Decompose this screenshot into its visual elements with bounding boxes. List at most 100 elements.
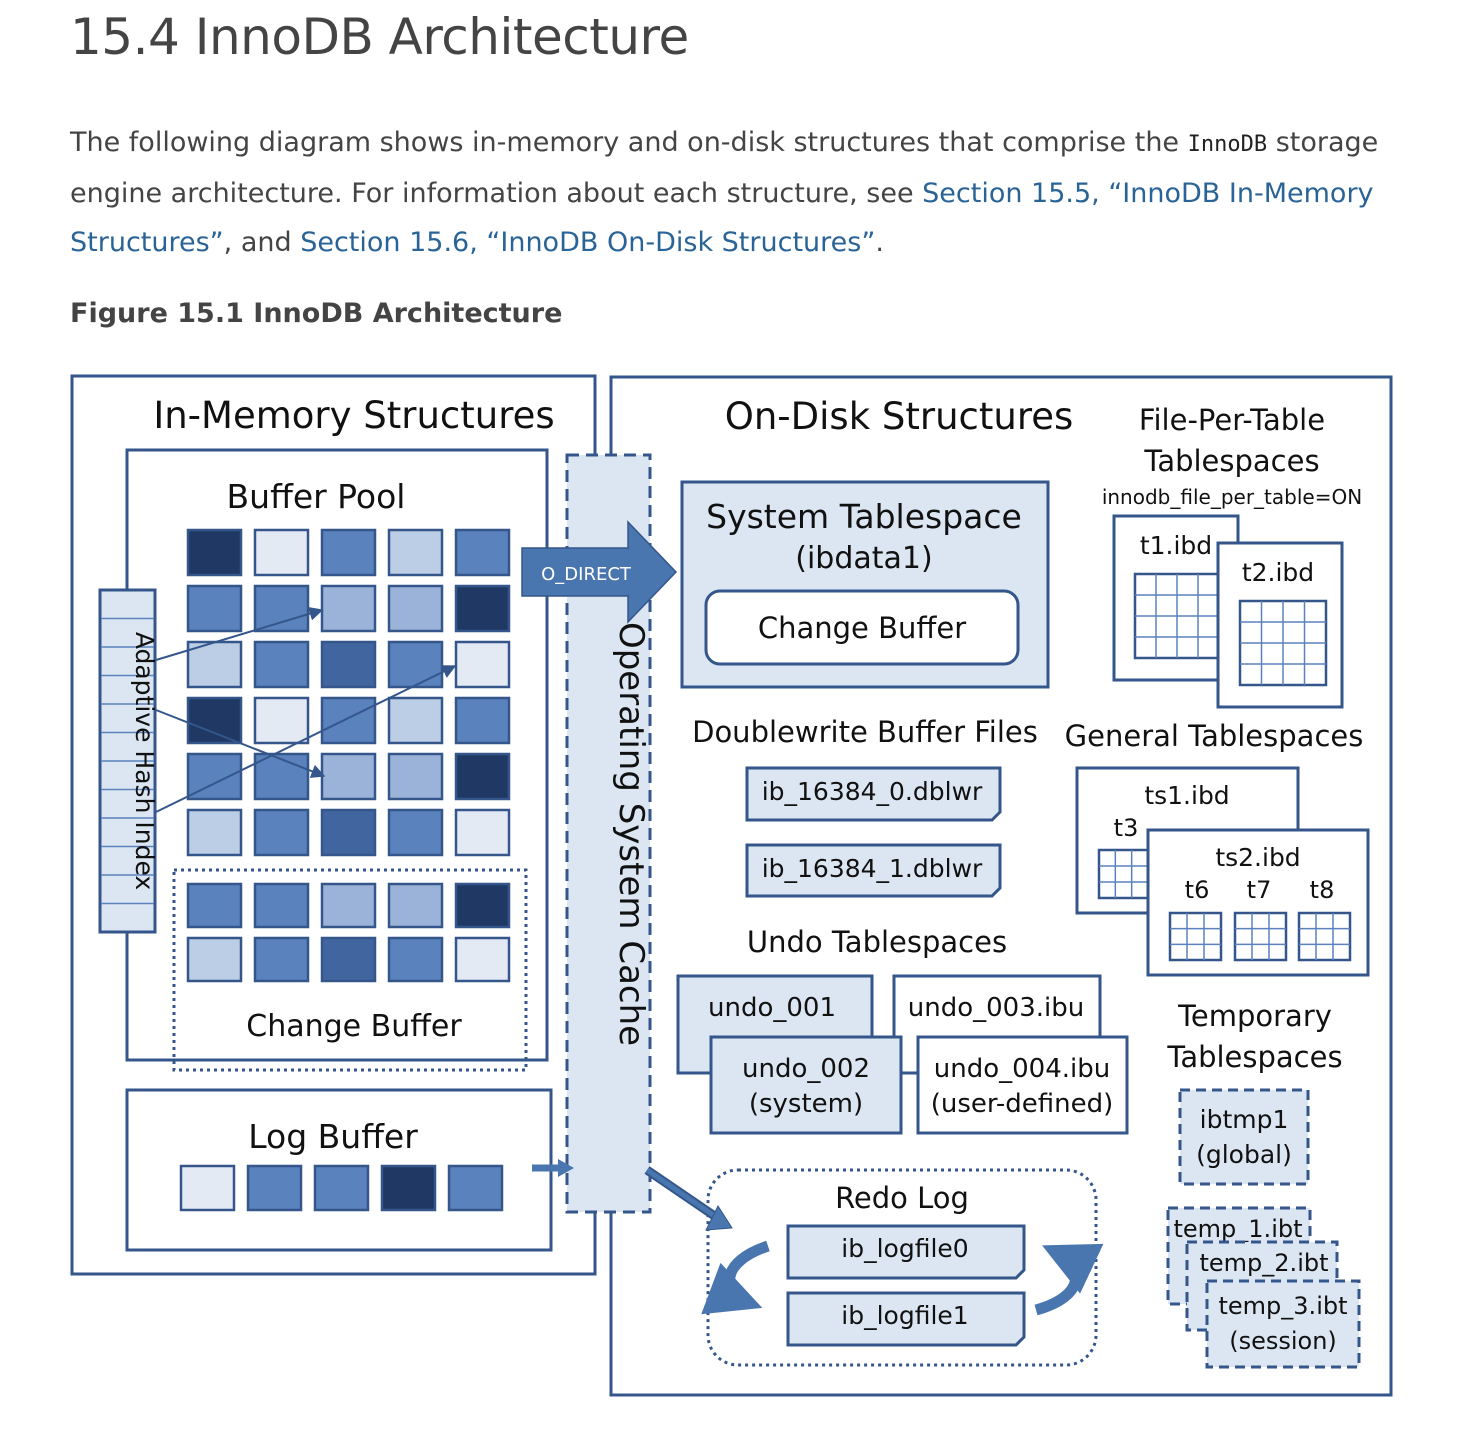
log-buffer-entry	[447, 1164, 504, 1212]
change-buffer-page	[253, 936, 310, 983]
change-buffer-page	[186, 936, 243, 983]
log-buffer-entry	[380, 1164, 437, 1212]
buffer-page	[387, 528, 444, 577]
temp-2-label: temp_2.ibt	[1200, 1249, 1329, 1277]
o-direct-label: O_DIRECT	[541, 564, 632, 585]
redo-file-0-label: ib_logfile0	[841, 1234, 968, 1263]
on-disk-title: On-Disk Structures	[725, 395, 1074, 438]
t1-ibd-label: t1.ibd	[1140, 531, 1212, 560]
buffer-page	[320, 696, 377, 745]
ibtmp1-label: ibtmp1	[1200, 1105, 1289, 1134]
t6-label: t6	[1185, 876, 1210, 904]
in-memory-change-buffer-label: Change Buffer	[246, 1009, 462, 1044]
undo-002-label: undo_002	[742, 1054, 870, 1084]
log-buffer-entries	[179, 1164, 504, 1212]
log-buffer-entry	[313, 1164, 370, 1212]
system-tablespace-title: System Tablespace	[706, 497, 1022, 536]
change-buffer-page	[253, 882, 310, 929]
buffer-page	[186, 808, 243, 857]
buffer-page	[253, 752, 310, 801]
link-inmemory-structures[interactable]: Section 15.5, “InnoDB In-Memory Structur…	[70, 178, 1374, 258]
system-change-buffer	[704, 589, 1020, 666]
buffer-page	[454, 808, 511, 857]
buffer-page	[387, 752, 444, 801]
general-title: General Tablespaces	[1065, 719, 1364, 753]
buffer-page	[253, 640, 310, 689]
buffer-pool-title: Buffer Pool	[227, 477, 406, 516]
t6-table-icon	[1168, 911, 1223, 962]
undo-004: undo_004.ibu (user-defined)	[916, 1035, 1129, 1135]
log-buffer-entry	[246, 1164, 303, 1212]
fpt-setting: innodb_file_per_table=ON	[1102, 485, 1362, 509]
undo-002-sub: (system)	[749, 1089, 863, 1119]
change-buffer-page	[454, 936, 511, 983]
buffer-page	[454, 696, 511, 745]
os-cache-label: Operating System Cache	[611, 622, 651, 1046]
intro-paragraph: The following diagram shows in-memory an…	[70, 118, 1400, 267]
buffer-pool-pages	[186, 528, 511, 857]
redo-log-title: Redo Log	[835, 1181, 969, 1215]
t3-label: t3	[1114, 814, 1139, 842]
buffer-page	[320, 808, 377, 857]
buffer-page	[320, 528, 377, 577]
buffer-page	[186, 528, 243, 577]
in-memory-title: In-Memory Structures	[153, 394, 554, 437]
innodb-code: InnoDB	[1187, 132, 1268, 157]
buffer-page	[186, 584, 243, 633]
ts2-ibd: ts2.ibd t6 t7 t8	[1146, 828, 1370, 977]
log-buffer-title: Log Buffer	[248, 1117, 418, 1156]
undo-title: Undo Tablespaces	[747, 925, 1007, 959]
ts1-ibd-label: ts1.ibd	[1144, 781, 1229, 810]
buffer-page	[253, 808, 310, 857]
undo-002: undo_002 (system)	[709, 1035, 903, 1135]
buffer-page	[387, 696, 444, 745]
undo-004-sub: (user-defined)	[931, 1089, 1114, 1119]
buffer-page	[253, 584, 310, 633]
doublewrite-title: Doublewrite Buffer Files	[692, 715, 1038, 749]
undo-003-label: undo_003.ibu	[908, 993, 1084, 1023]
temp-title-2: Tablespaces	[1166, 1040, 1342, 1074]
link-ondisk-structures[interactable]: Section 15.6, “InnoDB On-Disk Structures…	[300, 227, 876, 258]
fpt-title-1: File-Per-Table	[1139, 403, 1325, 437]
dblwr-file-1-label: ib_16384_1.dblwr	[762, 854, 983, 883]
buffer-page	[186, 640, 243, 689]
intro-text-2: storage engine architecture. For informa…	[70, 127, 1379, 209]
buffer-page	[320, 640, 377, 689]
ibtmp1-sub: (global)	[1196, 1140, 1292, 1169]
change-buffer-page	[454, 882, 511, 929]
t2-ibd: t2.ibd	[1216, 541, 1344, 709]
redo-cycle-arrows	[701, 1240, 1104, 1316]
change-buffer-page	[186, 882, 243, 929]
change-buffer-page	[320, 936, 377, 983]
t3-table-icon	[1097, 848, 1150, 900]
hash-pointers	[155, 606, 457, 813]
intro-text: The following diagram shows in-memory an…	[70, 127, 1188, 158]
temp-1-label: temp_1.ibt	[1174, 1215, 1303, 1243]
adaptive-hash-index: Adaptive Hash Index	[98, 588, 159, 934]
buffer-page	[454, 640, 511, 689]
t7-label: t7	[1247, 876, 1272, 904]
temp-3-label: temp_3.ibt	[1219, 1292, 1348, 1320]
figure-title: Figure 15.1 InnoDB Architecture	[70, 298, 563, 329]
system-tablespace-file: (ibdata1)	[795, 541, 932, 576]
buffer-page	[186, 696, 243, 745]
temp-3-sub: (session)	[1229, 1327, 1337, 1355]
log-buffer-flush-arrow	[532, 1159, 574, 1177]
buffer-page	[454, 584, 511, 633]
page-title: 15.4 InnoDB Architecture	[70, 8, 689, 66]
change-buffer-frame	[172, 868, 528, 1072]
buffer-page	[253, 696, 310, 745]
intro-and: , and	[223, 227, 301, 258]
temp-3-ibt: temp_3.ibt (session)	[1205, 1279, 1361, 1369]
undo-004-label: undo_004.ibu	[934, 1054, 1110, 1084]
intro-end: .	[875, 227, 884, 258]
buffer-page	[387, 640, 444, 689]
os-cache-to-redo-arrow	[644, 1166, 733, 1231]
t8-table-icon	[1297, 911, 1352, 962]
fpt-title-2: Tablespaces	[1143, 444, 1319, 478]
undo-001-label: undo_001	[708, 993, 836, 1023]
buffer-page	[253, 528, 310, 577]
dblwr-file-0: ib_16384_0.dblwr	[745, 766, 1002, 822]
change-buffer-page	[387, 936, 444, 983]
